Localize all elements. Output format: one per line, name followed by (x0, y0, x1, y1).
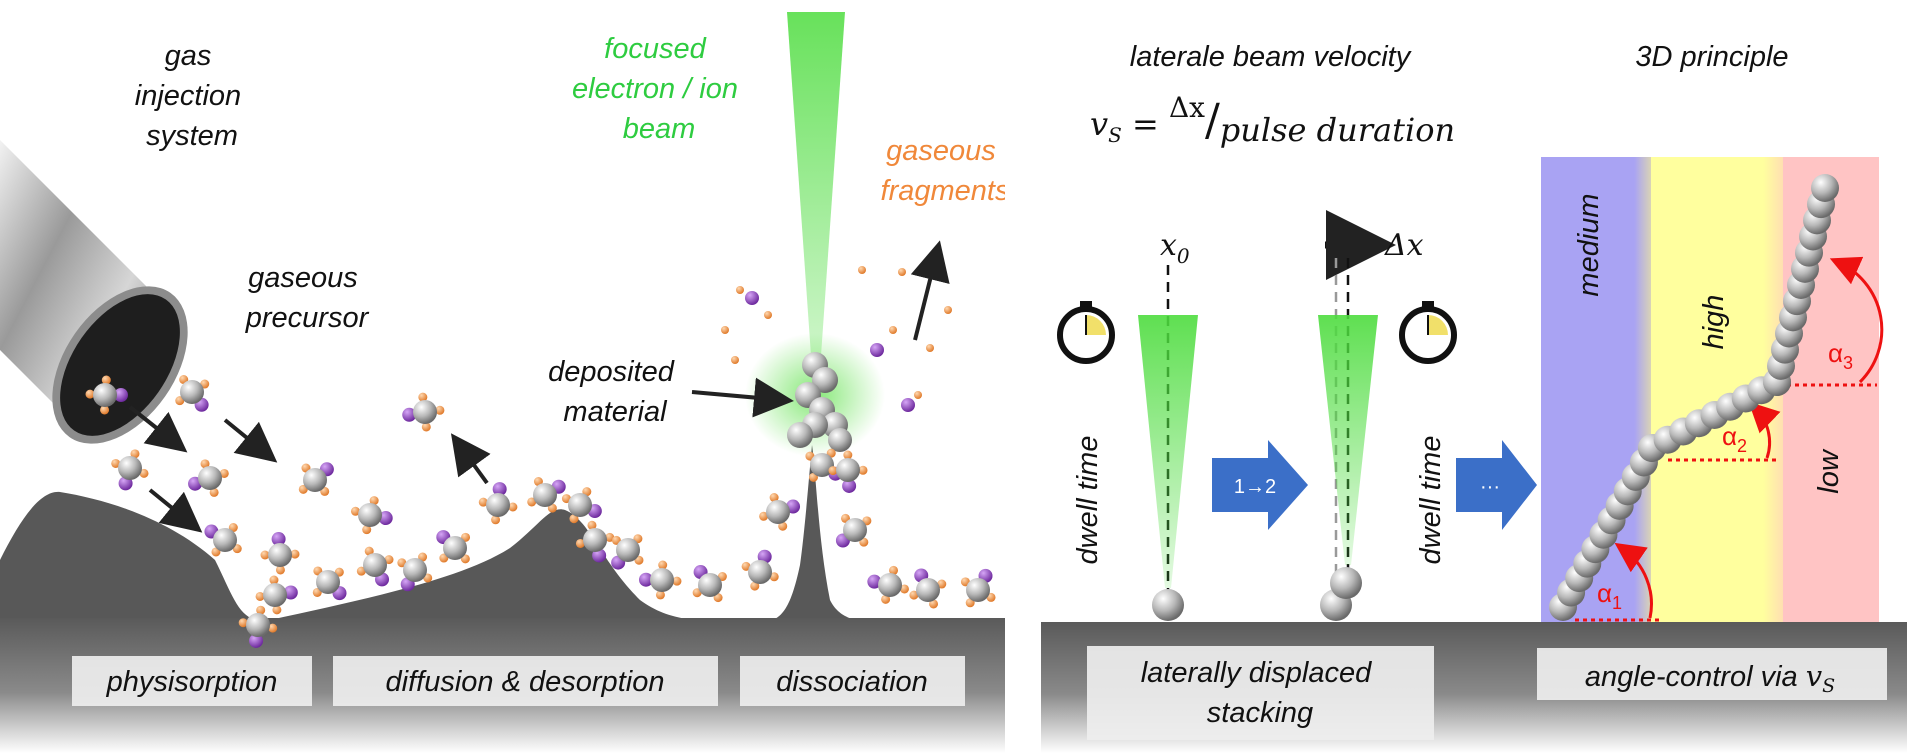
precursor-molecule (436, 530, 471, 564)
stage-text-angle-control: angle-control via vS (1585, 659, 1835, 697)
precursor-molecule (397, 552, 433, 592)
flow-arrows (128, 240, 950, 533)
precursor-molecule (561, 487, 602, 524)
stage-text-stacking: laterally displaced stacking (1141, 657, 1380, 729)
angle-arcs (1614, 256, 1884, 619)
precursor-molecule (527, 477, 566, 513)
precursor-molecule (611, 534, 644, 570)
precursor-molecule (204, 523, 242, 557)
stage-diffusion-desorption: diffusion & desorption (333, 656, 718, 706)
precursor-molecule (575, 520, 615, 563)
step-arrow-icon: 1→2 (1212, 440, 1308, 530)
beam-1 (1138, 315, 1198, 588)
angle-label-1: α1 (1597, 578, 1622, 613)
right-panel: 3D principle medium high low α1 α2 α3 (1537, 41, 1887, 700)
precursor-molecule (909, 568, 947, 609)
angle-label-2: α2 (1722, 421, 1747, 456)
delta-x-label: Δx (1384, 228, 1424, 263)
precursor-molecule (867, 565, 909, 604)
stage-laterally-displaced-stacking: laterally displaced stacking (1087, 646, 1434, 740)
label-gaseous-fragments: gaseous fragments (881, 135, 1010, 207)
angle-reference-lines (1575, 383, 1877, 622)
svg-text:···: ··· (1480, 476, 1500, 498)
precursor-molecule (188, 459, 229, 497)
precursor-molecule (402, 392, 445, 432)
precursor-molecule (238, 605, 278, 648)
deposit-sphere-2b (1330, 567, 1362, 599)
precursor-molecule (478, 482, 518, 525)
precursor-molecule (175, 375, 210, 412)
dwell-time-label-1: dwell time (1072, 436, 1104, 565)
zone-label-high: high (1698, 295, 1730, 350)
velocity-formula: vS = Δx/pulse duration (1090, 91, 1455, 149)
gas-injection-tube (0, 140, 188, 444)
chain-sphere (1811, 174, 1839, 202)
precursor-molecule (960, 568, 996, 608)
svg-text:1→2: 1→2 (1234, 476, 1276, 498)
precursor-molecule (298, 462, 334, 496)
right-title: 3D principle (1635, 41, 1788, 73)
precursor-molecule (741, 549, 779, 591)
precursor-molecule (350, 496, 393, 535)
stopwatch-icon-1 (1057, 301, 1115, 364)
zone-label-medium: medium (1573, 193, 1605, 296)
precursor-molecule (260, 532, 300, 575)
precursor-molecule (255, 575, 298, 615)
panel-divider (1005, 0, 1041, 753)
precursor-molecule (85, 375, 128, 415)
next-arrow-icon: ··· (1456, 440, 1537, 530)
left-panel: gas injection system gaseous precursor f… (0, 12, 1009, 753)
svg-text:physisorption: physisorption (106, 666, 278, 698)
zone-label-low: low (1813, 448, 1845, 494)
precursor-molecule (312, 566, 347, 601)
deposited-material-cluster (787, 352, 852, 452)
precursor-molecules (85, 375, 996, 648)
svg-text:dissociation: dissociation (776, 666, 928, 698)
focused-beam (787, 12, 845, 370)
beam-2 (1318, 315, 1378, 565)
precursor-molecule (759, 493, 801, 531)
label-focused-beam: focused electron / ion beam (572, 33, 746, 145)
precursor-molecule (639, 560, 682, 600)
precursor-molecule (356, 546, 394, 587)
stage-physisorption: physisorption (72, 656, 312, 706)
stage-angle-control: angle-control via vS (1537, 648, 1887, 700)
deposit-sphere-chain (1549, 174, 1839, 621)
gaseous-fragments-particles (721, 266, 952, 412)
middle-title: laterale beam velocity (1130, 41, 1412, 73)
label-deposited-material: deposited material (548, 356, 682, 428)
angle-label-3: α3 (1828, 338, 1853, 373)
x0-label: x0 (1160, 228, 1190, 268)
dwell-time-label-2: dwell time (1415, 436, 1447, 565)
precursor-molecule (111, 449, 149, 491)
precursor-molecule (828, 450, 868, 493)
stage-dissociation: dissociation (740, 656, 965, 706)
zone-low (1783, 157, 1879, 622)
precursor-molecule (835, 513, 872, 548)
label-gaseous-precursor: gaseous precursor (245, 262, 370, 334)
label-gas-injection-system: gas injection system (135, 40, 249, 152)
svg-text:diffusion & desorption: diffusion & desorption (386, 666, 665, 698)
precursor-molecule (692, 565, 727, 603)
stopwatch-icon-2 (1399, 301, 1457, 364)
deposit-sphere-1 (1152, 589, 1184, 621)
